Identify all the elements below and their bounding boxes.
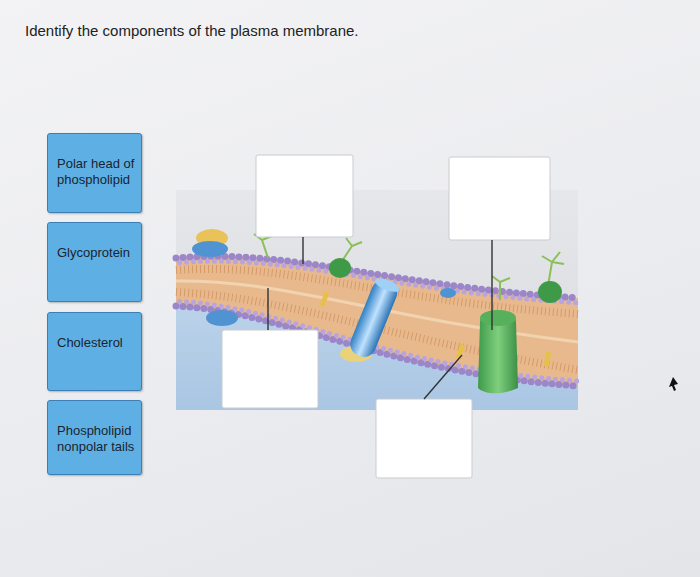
tile-label: Cholesterol xyxy=(57,335,135,351)
label-tile: Cholesterol xyxy=(47,312,142,391)
label-tile: Polar head of phospholipid xyxy=(47,133,142,213)
tile-label: Glycoprotein xyxy=(57,245,135,261)
label-tile: Glycoprotein xyxy=(47,222,142,302)
tile-label: Phospholipid nonpolar tails xyxy=(57,423,135,454)
question-title: Identify the components of the plasma me… xyxy=(25,22,359,39)
label-tile: Phospholipid nonpolar tails xyxy=(47,400,142,475)
tile-label: Polar head of phospholipid xyxy=(57,156,135,187)
